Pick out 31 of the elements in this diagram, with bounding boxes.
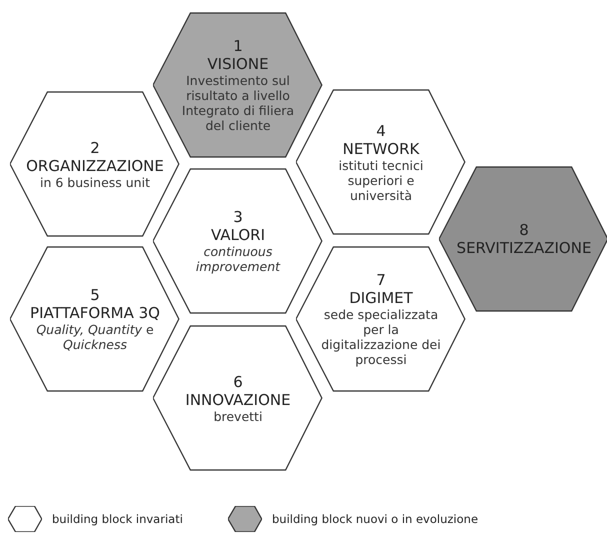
block-number: 6	[233, 372, 243, 390]
block-title: DIGIMET	[349, 289, 413, 307]
hexagon-block	[153, 12, 323, 158]
block-number: 1	[233, 37, 243, 55]
block-number: 2	[90, 138, 100, 156]
block-title: VISIONE	[207, 55, 269, 73]
hexagon-block	[153, 325, 323, 471]
block-title: VALORI	[210, 226, 266, 244]
legend-text: building block invariati	[52, 512, 183, 526]
block-number: 8	[519, 221, 529, 239]
hexagon-block	[10, 246, 180, 392]
hexagon-block	[10, 91, 180, 237]
block-title: INNOVAZIONE	[185, 390, 291, 408]
block-title: NETWORK	[342, 140, 420, 158]
block-title: PIATTAFORMA 3Q	[30, 304, 160, 322]
block-number: 7	[376, 271, 386, 289]
block-description: brevetti	[214, 408, 262, 424]
block-number: 4	[376, 122, 386, 140]
block-description: Investimento sul risultato a livello Integrato di filiera del cliente	[180, 73, 296, 133]
block-description: continuous improvement	[194, 244, 282, 274]
block-number: 3	[233, 208, 243, 226]
block-description: Quality, Quantity e Quickness	[35, 322, 155, 352]
hexagon-block	[439, 166, 607, 312]
block-description: sede specializzata per la digitalizzazione dei processi	[320, 307, 442, 367]
block-description: istituti tecnici superiori e università	[338, 158, 424, 202]
block-number: 5	[90, 286, 100, 304]
legend-text: building block nuovi o in evoluzione	[272, 512, 478, 526]
block-title: ORGANIZZAZIONE	[26, 156, 164, 174]
hexagon-block	[296, 89, 466, 235]
block-title: SERVITIZZAZIONE	[456, 239, 592, 257]
block-description: in 6 business unit	[40, 174, 150, 190]
